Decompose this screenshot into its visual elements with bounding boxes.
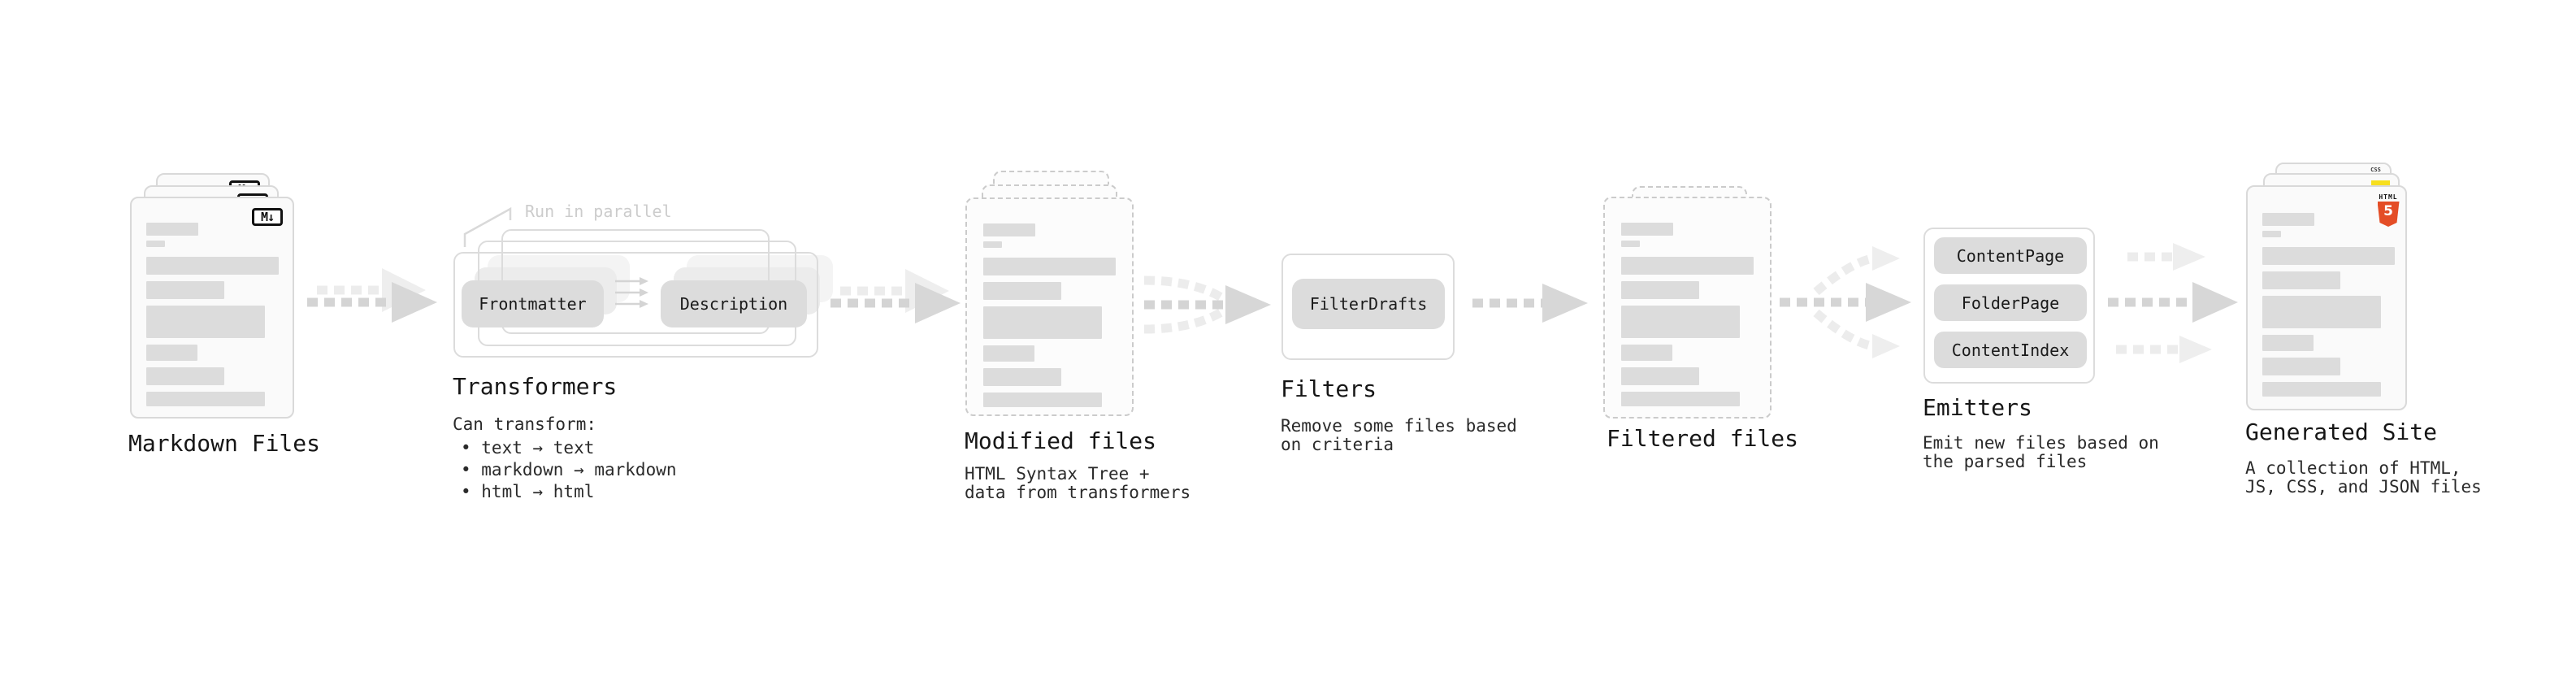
- transformer-chip-description: Description: [661, 280, 807, 327]
- stage-label-emitters: Emitters: [1923, 394, 2032, 421]
- arrow-modified-to-filters: [1143, 275, 1271, 334]
- frontmatter-chip-ghost: [475, 267, 617, 314]
- stage-label-modified-files: Modified files: [965, 427, 1157, 454]
- stage-label-generated-site: Generated Site: [2245, 419, 2438, 445]
- transformer-box-front: [453, 252, 818, 358]
- description-chip-ghost: [687, 255, 833, 302]
- stage-label-filters: Filters: [1281, 375, 1377, 402]
- run-in-parallel-leader: [463, 206, 512, 247]
- modified-card-middle: [982, 184, 1117, 241]
- emitters-desc: Emit new files based on the parsed files: [1923, 433, 2159, 471]
- emitter-chip-contentindex: ContentIndex: [1934, 332, 2087, 368]
- filters-box: [1281, 254, 1455, 360]
- frontmatter-chip-ghost: [488, 255, 630, 302]
- emitters-box: [1923, 228, 2095, 384]
- modified-files-desc: HTML Syntax Tree + data from transformer…: [965, 464, 1191, 502]
- arrow-emitters-to-site: [2108, 243, 2238, 363]
- transformer-box-back: [501, 229, 770, 334]
- transformer-box-middle: [478, 241, 796, 346]
- markdown-icon: M↓: [229, 180, 260, 198]
- document-placeholder-lines: [146, 223, 279, 406]
- transformers-bullet-list: • text → text • markdown → markdown • ht…: [461, 438, 677, 501]
- generated-card-front: HTML 5: [2246, 185, 2407, 410]
- filter-chip-filterdrafts: FilterDrafts: [1292, 279, 1445, 329]
- js-icon: [2371, 180, 2390, 192]
- arrow-transformers-to-modified: [830, 269, 961, 323]
- arrow-filtered-to-emitters: [1780, 246, 1911, 358]
- css-icon: CSS: [2369, 167, 2383, 176]
- modified-card-back: [993, 171, 1109, 228]
- emitter-chip-contentpage: ContentPage: [1934, 237, 2087, 274]
- transformers-desc-title: Can transform:: [453, 414, 597, 434]
- emitter-chip-folderpage: FolderPage: [1934, 284, 2087, 321]
- generated-site-desc: A collection of HTML, JS, CSS, and JSON …: [2245, 458, 2482, 497]
- modified-card-front: [965, 197, 1134, 416]
- markdown-card-back: M↓: [156, 173, 270, 230]
- arrow-markdown-to-transformers: [307, 268, 437, 323]
- generated-card-middle: [2263, 173, 2400, 230]
- document-placeholder-lines: [2262, 213, 2395, 397]
- markdown-icon: M↓: [237, 193, 268, 211]
- html5-icon: HTML 5: [2376, 193, 2400, 227]
- markdown-icon: M↓: [252, 208, 283, 226]
- transformer-chip-frontmatter: Frontmatter: [462, 280, 604, 327]
- stage-label-transformers: Transformers: [453, 373, 618, 400]
- filtered-card-back: [1632, 186, 1747, 243]
- stage-label-markdown-files: Markdown Files: [128, 430, 321, 457]
- run-in-parallel-note: Run in parallel: [525, 202, 672, 221]
- arrow-filters-to-filtered: [1472, 284, 1588, 323]
- document-placeholder-lines: [983, 223, 1116, 407]
- markdown-card-front: M↓: [130, 197, 294, 419]
- description-chip-ghost: [674, 267, 820, 314]
- markdown-card-middle: M↓: [144, 185, 279, 242]
- filtered-card-front: [1603, 197, 1772, 419]
- stage-label-filtered-files: Filtered files: [1607, 425, 1799, 452]
- document-placeholder-lines: [1621, 223, 1754, 406]
- filters-desc: Remove some files based on criteria: [1281, 416, 1517, 454]
- transformer-parallel-arrows: [615, 277, 648, 308]
- generated-card-back: CSS: [2275, 163, 2392, 219]
